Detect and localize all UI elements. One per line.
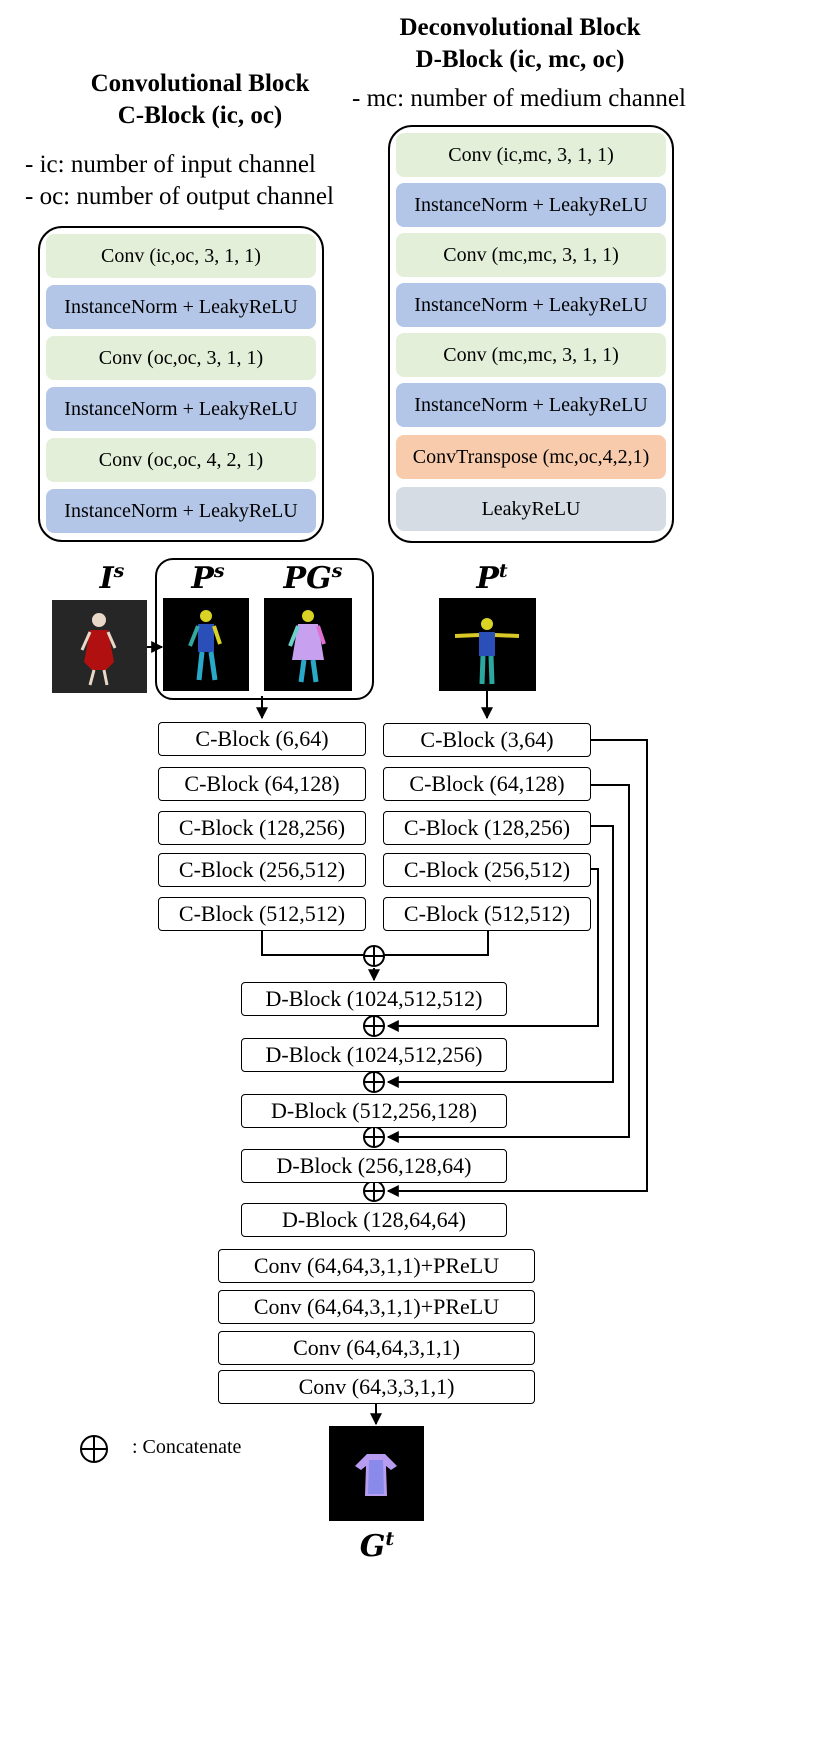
cblock-title-line1: Convolutional Block [90, 70, 310, 97]
cblock-panel: Conv (ic,oc, 3, 1, 1) InstanceNorm + Lea… [38, 226, 324, 542]
head-block-0: Conv (64,64,3,1,1)+PReLU [218, 1249, 535, 1283]
dblock-layer-6: ConvTranspose (mc,oc,4,2,1) [396, 435, 666, 479]
target-pose-symbol: Pt [476, 560, 508, 596]
dblock-title: Deconvolutional Block D-Block (ic, mc, o… [360, 12, 680, 76]
cblock-note-ic: - ic: number of input channel [25, 151, 316, 178]
cblock-title: Convolutional Block C-Block (ic, oc) [30, 68, 370, 132]
dblock-layer-5: InstanceNorm + LeakyReLU [396, 383, 666, 427]
dblock-panel: Conv (ic,mc, 3, 1, 1) InstanceNorm + Lea… [388, 125, 674, 543]
source-pose-thumbnail [163, 598, 249, 691]
head-block-1: Conv (64,64,3,1,1)+PReLU [218, 1290, 535, 1324]
cblock-layer-0: Conv (ic,oc, 3, 1, 1) [46, 234, 316, 278]
dblock-title-line1: Deconvolutional Block [399, 14, 641, 41]
cblock-layer-2: Conv (oc,oc, 3, 1, 1) [46, 336, 316, 380]
dblock-layer-1: InstanceNorm + LeakyReLU [396, 183, 666, 227]
concat-legend-icon [78, 1433, 110, 1465]
head-block-2: Conv (64,64,3,1,1) [218, 1331, 535, 1365]
source-image-thumbnail [52, 600, 147, 693]
source-input-group [155, 558, 374, 700]
source-garment-thumbnail [264, 598, 352, 691]
dblock-layer-3: InstanceNorm + LeakyReLU [396, 283, 666, 327]
dblock-layer-4: Conv (mc,mc, 3, 1, 1) [396, 333, 666, 377]
encoder-right-block-4: C-Block (512,512) [383, 897, 591, 931]
person-red-dress-icon [80, 613, 117, 686]
decoder-block-0: D-Block (1024,512,512) [241, 982, 507, 1016]
decoder-block-1: D-Block (1024,512,256) [241, 1038, 507, 1072]
source-pose-symbol: Ps [191, 560, 225, 596]
encoder-left-block-4: C-Block (512,512) [158, 897, 366, 931]
encoder-right-block-1: C-Block (64,128) [383, 767, 591, 801]
source-garment-symbol: PGs [283, 560, 343, 596]
encoder-left-block-3: C-Block (256,512) [158, 853, 366, 887]
dblock-note-mc: - mc: number of medium channel [352, 85, 686, 112]
dblock-title-line2: D-Block (ic, mc, oc) [415, 46, 625, 73]
cblock-layer-1: InstanceNorm + LeakyReLU [46, 285, 316, 329]
cblock-layer-4: Conv (oc,oc, 4, 2, 1) [46, 438, 316, 482]
cblock-note-oc: - oc: number of output channel [25, 183, 334, 210]
encoder-left-block-0: C-Block (6,64) [158, 722, 366, 756]
cblock-layer-5: InstanceNorm + LeakyReLU [46, 489, 316, 533]
output-symbol: Gt [359, 1528, 395, 1564]
pose-garment-icon [288, 610, 326, 683]
head-block-3: Conv (64,3,3,1,1) [218, 1370, 535, 1404]
decoder-block-3: D-Block (256,128,64) [241, 1149, 507, 1183]
t-pose-icon [454, 618, 520, 685]
encoder-right-block-2: C-Block (128,256) [383, 811, 591, 845]
dblock-layer-7: LeakyReLU [396, 487, 666, 531]
encoder-left-block-1: C-Block (64,128) [158, 767, 366, 801]
encoder-left-block-2: C-Block (128,256) [158, 811, 366, 845]
cblock-title-line2: C-Block (ic, oc) [117, 102, 283, 129]
decoder-block-4: D-Block (128,64,64) [241, 1203, 507, 1237]
dblock-layer-2: Conv (mc,mc, 3, 1, 1) [396, 233, 666, 277]
concat-symbols [363, 945, 385, 1202]
dense-pose-icon [188, 610, 222, 681]
cblock-layer-3: InstanceNorm + LeakyReLU [46, 387, 316, 431]
encoder-right-block-0: C-Block (3,64) [383, 723, 591, 757]
source-image-symbol: Is [99, 560, 125, 596]
concat-legend-label: : Concatenate [132, 1436, 242, 1458]
target-pose-thumbnail [439, 598, 536, 691]
dblock-layer-0: Conv (ic,mc, 3, 1, 1) [396, 133, 666, 177]
garment-icon [355, 1454, 397, 1496]
decoder-block-2: D-Block (512,256,128) [241, 1094, 507, 1128]
output-thumbnail [329, 1426, 424, 1521]
encoder-right-block-3: C-Block (256,512) [383, 853, 591, 887]
